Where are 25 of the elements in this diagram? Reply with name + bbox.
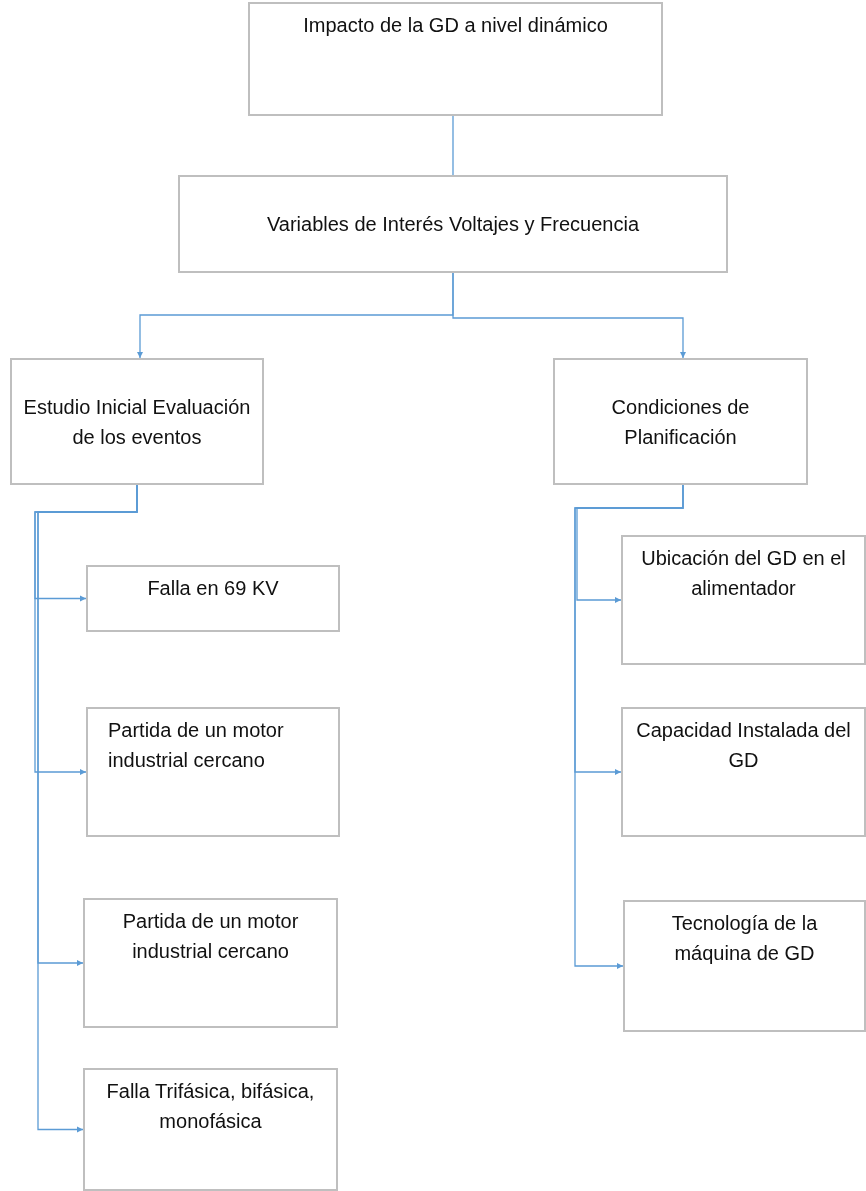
- connector-line: [452, 115, 454, 176]
- process-box: [86, 707, 340, 837]
- process-box: [248, 2, 663, 116]
- process-box: [86, 565, 340, 632]
- process-box: [553, 358, 808, 485]
- process-box: [621, 535, 866, 665]
- arrow: [574, 484, 684, 970]
- process-box: [623, 900, 866, 1032]
- process-box: [10, 358, 264, 485]
- arrow: [452, 272, 687, 359]
- box-text: Falla en 69 KV: [147, 576, 279, 601]
- box-text: Estudio Inicial Evaluación de los eventos: [22, 394, 252, 450]
- box-text: Tecnología de la máquina de GD: [670, 911, 819, 966]
- process-box: [83, 898, 338, 1028]
- process-box: [621, 707, 866, 837]
- box-text: Variables de Interés Voltajes y Frecuencia: [266, 212, 640, 237]
- box-text: Condiciones de Planificación: [610, 394, 751, 450]
- process-box: [83, 1068, 338, 1191]
- box-text: Partida de un motor industrial cercano: [107, 718, 285, 773]
- box-text: Capacidad Instalada del GD: [635, 718, 852, 773]
- box-text: Partida de un motor industrial cercano: [121, 909, 300, 964]
- box-text: Falla Trifásica, bifásica, monofásica: [105, 1079, 316, 1134]
- box-text: Ubicación del GD en el alimentador: [640, 546, 847, 601]
- process-box: [178, 175, 728, 273]
- box-text: Impacto de la GD a nivel dinámico: [303, 13, 608, 38]
